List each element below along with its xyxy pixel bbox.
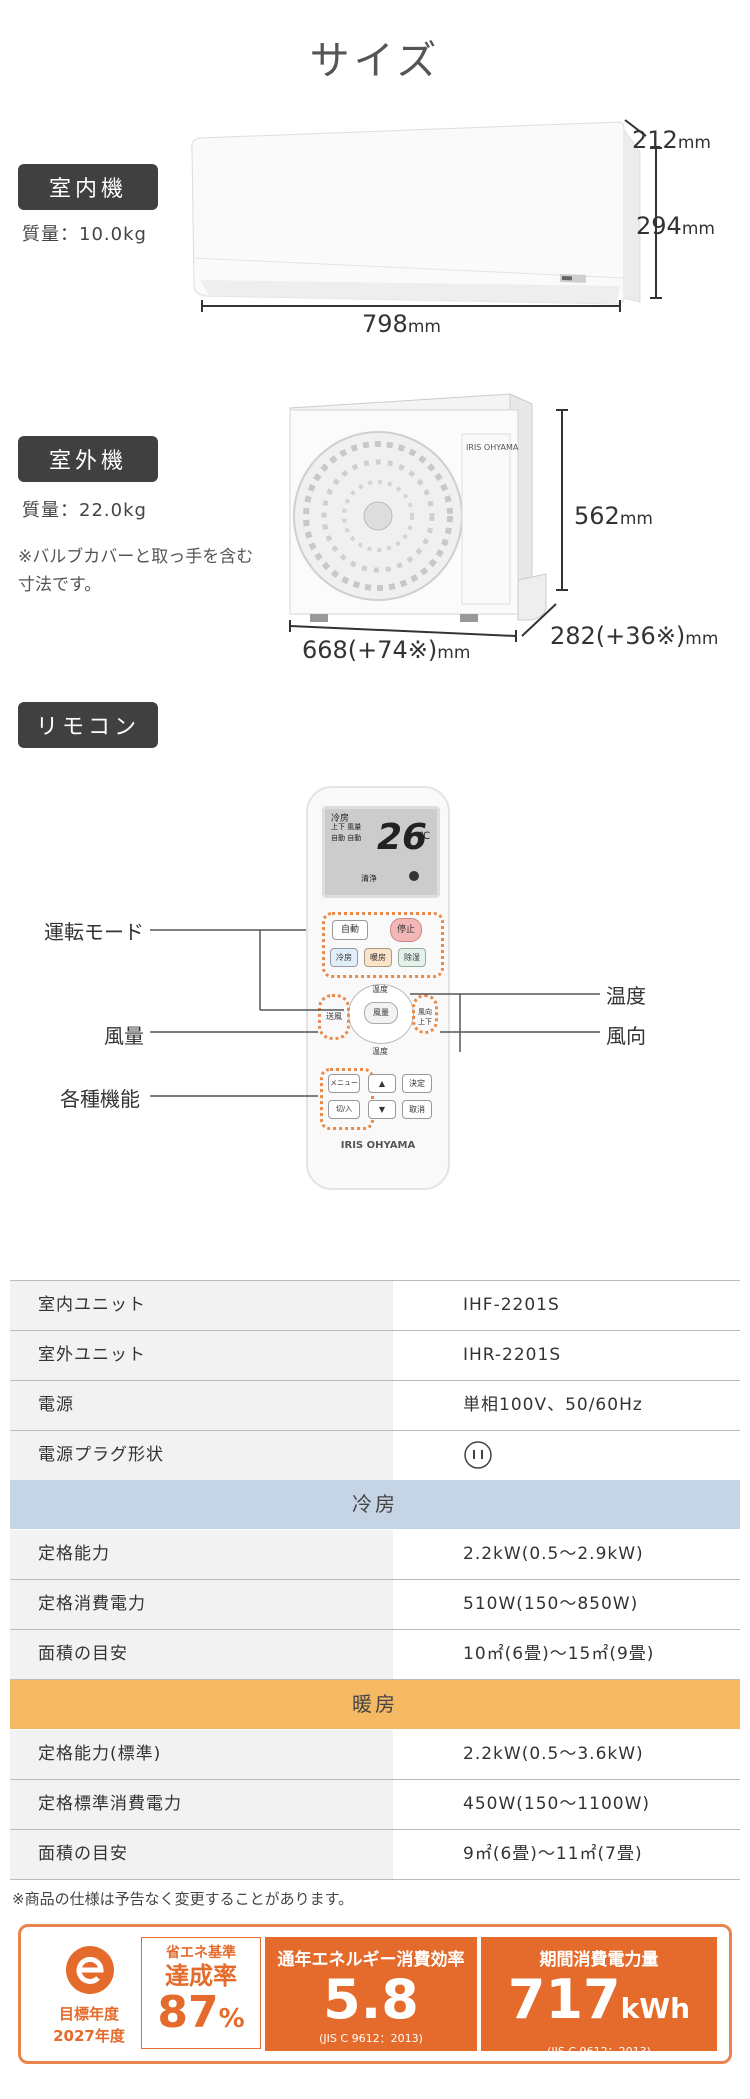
mode-button-group	[322, 912, 444, 978]
callout-lines	[150, 929, 600, 1097]
remote-brand: IRIS OHYAMA	[340, 1140, 416, 1151]
indoor-unit-tag: 室内機	[18, 164, 158, 210]
outdoor-unit-drawing: IRIS OHYAMA	[289, 393, 568, 642]
up-arrow-icon[interactable]: ▲	[368, 1074, 396, 1093]
screen-status: 清浄	[361, 874, 377, 883]
remote-body: 冷房 上下 風量 自動 自動 26 ℃ 清浄 自動 停止 冷房 暖房 除湿 温度…	[306, 786, 450, 1190]
indoor-depth: 212mm	[632, 126, 711, 154]
spec-table-top	[10, 1280, 740, 1281]
down-arrow-icon[interactable]: ▼	[368, 1100, 396, 1119]
moon-icon	[409, 871, 419, 881]
table-row: 定格能力(標準)2.2kW(0.5〜3.6kW)	[10, 1730, 740, 1780]
fan-speed-button[interactable]: 風量	[364, 1002, 398, 1024]
kwh-box: 期間消費電力量 717kWh (JIS C 9612：2013)	[481, 1937, 717, 2058]
remote-screen: 冷房 上下 風量 自動 自動 26 ℃ 清浄	[322, 806, 440, 898]
indoor-unit-drawing	[191, 119, 662, 312]
outdoor-height: 562mm	[574, 502, 653, 530]
spec-footnote: ※商品の仕様は予告なく変更することがあります。	[12, 1890, 354, 1908]
function-button-group	[320, 1068, 374, 1130]
timer-button[interactable]: 切/入	[328, 1100, 360, 1119]
screen-mode: 冷房	[331, 814, 350, 824]
remote-tag: リモコン	[18, 702, 158, 748]
stop-button[interactable]: 停止	[390, 918, 422, 942]
achievement-rate: 省エネ基準 達成率 87%	[141, 1937, 261, 2049]
page-title: サイズ	[309, 38, 441, 84]
callout-mode: 運転モード	[44, 920, 144, 944]
cool-button[interactable]: 冷房	[330, 948, 358, 967]
indoor-height: 294mm	[636, 212, 715, 240]
menu-button[interactable]: メニュー	[328, 1074, 360, 1093]
screen-unit: ℃	[419, 831, 431, 842]
cancel-button[interactable]: 取消	[402, 1100, 432, 1119]
apf-box: 通年エネルギー消費効率 5.8 (JIS C 9612：2013)	[265, 1937, 477, 2051]
callout-fan: 風量	[104, 1024, 144, 1048]
auto-button[interactable]: 自動	[332, 920, 368, 940]
plug-outlet-icon	[464, 1441, 492, 1469]
callout-functions: 各種機能	[60, 1087, 140, 1111]
outdoor-width: 668(+74※)mm	[302, 636, 471, 664]
temp-down-button[interactable]: 温度	[372, 1047, 388, 1056]
screen-temp: 26	[377, 817, 428, 858]
outdoor-brand: IRIS OHYAMA	[466, 443, 519, 452]
screen-auto: 自動 自動	[331, 834, 362, 842]
temp-up-button[interactable]: 温度	[372, 985, 388, 994]
callout-direction: 風向	[606, 1024, 646, 1048]
outdoor-weight: 質量：22.0kg	[22, 500, 147, 521]
callout-temp: 温度	[606, 984, 646, 1008]
heat-header: 暖房	[10, 1680, 740, 1729]
indoor-weight: 質量：10.0kg	[22, 224, 147, 245]
swing-button[interactable]: 風向 上下	[412, 994, 438, 1034]
outdoor-note: ※バルブカバーと取っ手を含む寸法です。	[18, 547, 254, 595]
outdoor-unit-tag: 室外機	[18, 436, 158, 482]
indoor-width: 798mm	[362, 310, 441, 338]
dry-button[interactable]: 除湿	[398, 948, 426, 967]
table-row: 電源プラグ形状	[10, 1431, 740, 1481]
screen-updown: 上下 風量	[331, 823, 362, 831]
cool-header: 冷房	[10, 1480, 740, 1529]
heat-button[interactable]: 暖房	[364, 948, 392, 967]
ok-button[interactable]: 決定	[402, 1074, 432, 1093]
table-row: 電源単相100V、50/60Hz	[10, 1381, 740, 1431]
energy-saving-e-icon	[66, 1946, 114, 1994]
outdoor-depth: 282(+36※)mm	[550, 622, 719, 650]
fan-mode-button[interactable]: 送風	[318, 994, 350, 1040]
